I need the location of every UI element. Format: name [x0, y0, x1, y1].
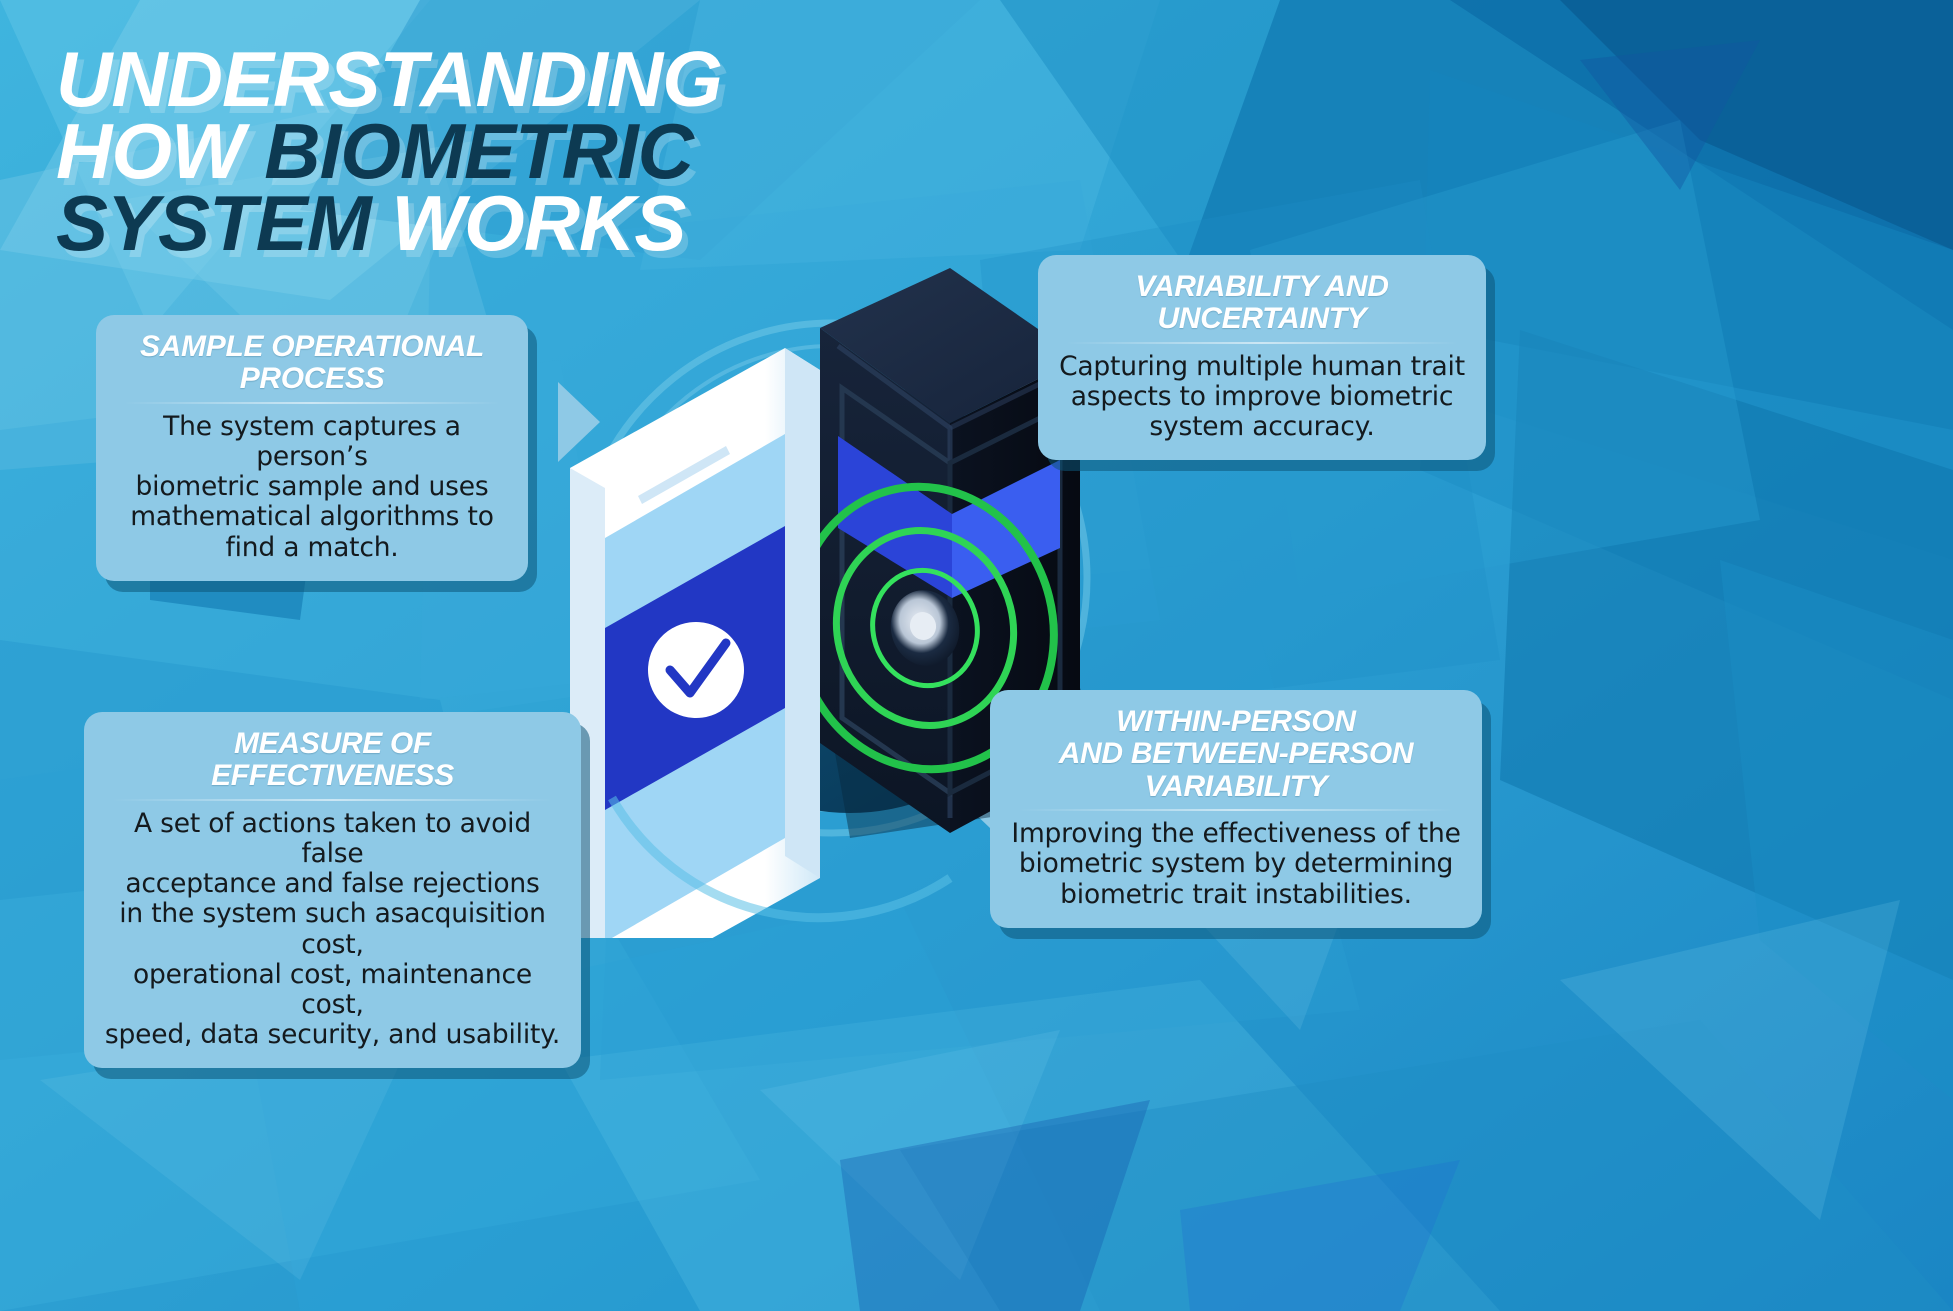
- card-within-person-and-between-person-variability[interactable]: WITHIN-PERSON AND BETWEEN-PERSON VARIABI…: [990, 690, 1482, 928]
- card-body-within: Improving the effectiveness of the biome…: [1011, 818, 1461, 910]
- card-measure-of-effectiveness[interactable]: MEASURE OF EFFECTIVENESS A set of action…: [84, 712, 581, 1069]
- title-word-how: HOW: [56, 107, 265, 196]
- card-body-measure: A set of actions taken to avoid false ac…: [104, 807, 561, 1051]
- phone-checkmark-icon: [648, 622, 744, 718]
- title-line-3: SYSTEM WORKS: [56, 184, 956, 262]
- card-title-sample: SAMPLE OPERATIONAL PROCESS: [139, 330, 485, 396]
- card-divider-within: [1018, 809, 1454, 812]
- arrow-right-icon-sample: [558, 382, 600, 462]
- phone-right-edge: [785, 348, 820, 878]
- title-word-biometric: BIOMETRIC: [264, 107, 694, 196]
- title-line-1: UNDERSTANDING: [56, 40, 956, 118]
- title-word-understanding: UNDERSTANDING: [56, 35, 723, 123]
- title-word-works: WORKS: [391, 179, 686, 268]
- phone-speaker-slot: [638, 446, 730, 504]
- card-body-variability: Capturing multiple human trait aspects t…: [1059, 350, 1465, 443]
- card-title-variability: VARIABILITY AND UNCERTAINTY: [1135, 270, 1389, 336]
- blue-scan-band-right: [952, 460, 1060, 598]
- blue-scan-band-left: [838, 436, 952, 598]
- card-sample-operational-process[interactable]: SAMPLE OPERATIONAL PROCESS The system ca…: [96, 315, 528, 581]
- card-variability-and-uncertainty[interactable]: VARIABILITY AND UNCERTAINTY Capturing mu…: [1038, 255, 1486, 461]
- checkmark-glyph: [665, 638, 731, 698]
- card-divider-variability: [1066, 341, 1458, 344]
- scanner-lens-icon: [890, 590, 960, 666]
- device-top-face: [820, 268, 1080, 423]
- card-body-sample: The system captures a person’s biometric…: [130, 410, 494, 563]
- title-word-system: SYSTEM: [56, 179, 392, 268]
- card-divider-sample: [124, 401, 500, 404]
- smartphone: [570, 348, 820, 938]
- foreground-arc: [608, 795, 953, 923]
- scan-ring-middle: [832, 527, 1018, 729]
- scan-ring-inner: [870, 567, 980, 689]
- page-title: UNDERSTANDING HOW BIOMETRIC SYSTEM WORKS: [56, 40, 956, 262]
- card-title-measure: MEASURE OF EFFECTIVENESS: [211, 727, 454, 793]
- card-divider-measure: [112, 798, 553, 801]
- card-title-within: WITHIN-PERSON AND BETWEEN-PERSON VARIABI…: [1058, 705, 1414, 803]
- lens-highlight: [909, 612, 937, 640]
- title-line-2: HOW BIOMETRIC: [56, 112, 956, 190]
